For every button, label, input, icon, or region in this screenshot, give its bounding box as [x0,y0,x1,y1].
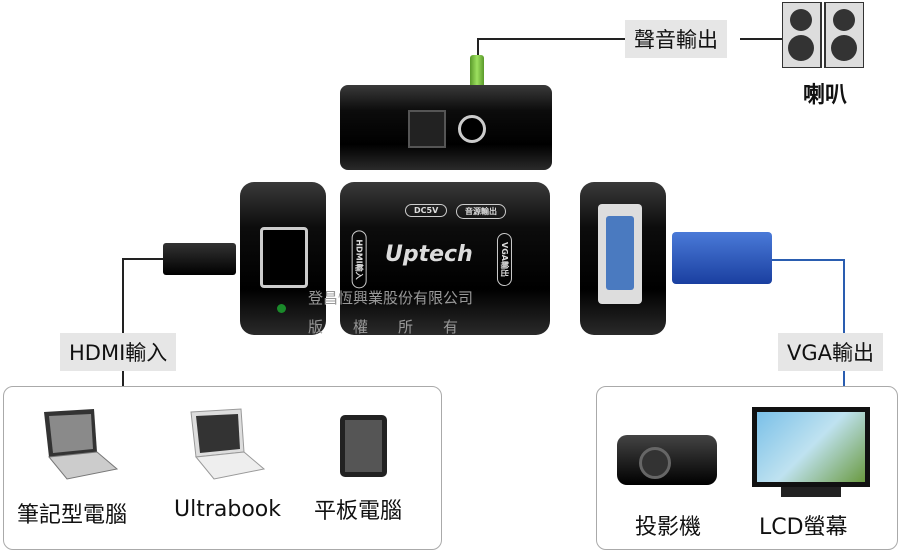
laptop-icon [39,407,119,482]
power-led [277,304,286,313]
source-panel: 筆記型電腦 Ultrabook 平板電腦 [3,386,442,550]
brand-logo: Uptech [385,242,473,267]
watermark-company: 登昌恆興業股份有限公司 [308,289,474,307]
output-panel: 投影機 LCD螢幕 [596,386,898,550]
dc-label: DC5V [405,204,448,217]
audio-port [458,115,486,143]
source-label-tablet: 平板電腦 [314,499,403,524]
device-vga-side [580,182,666,335]
vga-out-label: VGA輸出 [778,333,884,371]
vga-line [770,259,845,261]
projector-icon [617,435,717,485]
hdmi-side-label: HDMI輸入 [351,230,367,289]
lcd-monitor-icon [752,407,870,502]
speaker-label: 喇叭 [803,83,848,108]
output-label-lcd: LCD螢幕 [759,515,848,540]
audio-line-vertical [477,38,479,58]
source-label-laptop: 筆記型電腦 [17,503,128,528]
vga-port [598,204,642,304]
hdmi-plug-icon [163,243,236,275]
source-label-ultrabook: Ultrabook [174,497,281,522]
hdmi-port [260,227,308,288]
device-hdmi-side [240,182,326,335]
speaker-line [740,38,785,40]
vga-line-vertical [843,259,845,387]
speaker-icon [781,1,865,69]
ultrabook-icon [186,407,266,482]
output-label-projector: 投影機 [635,515,702,540]
hdmi-line-vertical [122,258,124,388]
vga-side-label: VGA輸出 [496,233,512,286]
tablet-icon [340,415,387,477]
audio-port-label: 音源輸出 [456,204,506,219]
hdmi-in-label: HDMI輸入 [60,333,177,371]
audio-line [477,38,627,40]
audio-out-label: 聲音輸出 [625,20,727,58]
hdmi-line [122,258,167,260]
watermark-rights: 版 權 所 有 [308,318,459,336]
dc-port [408,110,446,148]
vga-plug-icon [672,232,772,284]
device-top-view [340,85,552,170]
device-main: DC5V 音源輸出 Uptech HDMI輸入 VGA輸出 [340,182,550,335]
